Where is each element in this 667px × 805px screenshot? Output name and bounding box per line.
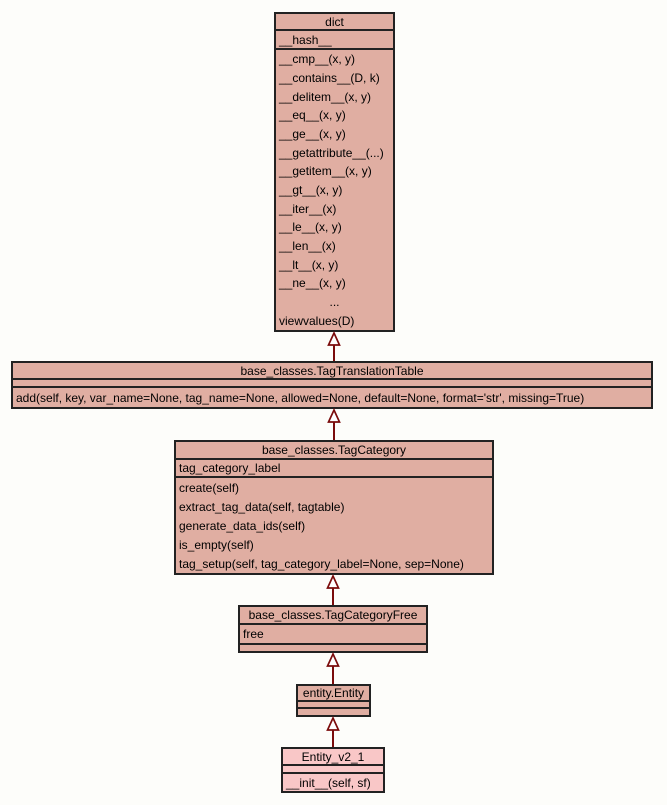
- attributes-compartment: [13, 378, 651, 386]
- class-box-entity: entity.Entity: [296, 684, 371, 717]
- method-row: __iter__(x): [279, 201, 337, 216]
- method-row: create(self): [179, 480, 240, 495]
- method-row: __contains__(D, k): [279, 70, 380, 85]
- class-title: base_classes.TagCategory: [261, 443, 407, 457]
- class-title: Entity_v2_1: [301, 749, 365, 764]
- class-title: base_classes.TagTranslationTable: [240, 363, 424, 378]
- method-row: __init__(self, sf): [286, 775, 371, 790]
- class-box-dict: dict __hash__ __cmp__(x, y) __contains__…: [274, 12, 395, 332]
- method-row: is_empty(self): [179, 537, 254, 552]
- inheritance-arrow: [326, 651, 340, 684]
- method-row: __delitem__(x, y): [279, 89, 372, 104]
- methods-compartment: __init__(self, sf): [283, 772, 383, 791]
- attributes-compartment: free: [240, 623, 426, 643]
- methods-compartment: [240, 643, 426, 651]
- attributes-compartment: tag_category_label: [176, 458, 492, 476]
- inheritance-arrow: [327, 330, 341, 361]
- class-title: base_classes.TagCategoryFree: [248, 608, 418, 622]
- methods-compartment: __cmp__(x, y) __contains__(D, k) __delit…: [276, 48, 393, 330]
- class-box-entity-v2-1: Entity_v2_1 __init__(self, sf): [281, 747, 385, 793]
- method-row: viewvalues(D): [279, 313, 355, 328]
- method-row: __ge__(x, y): [279, 126, 346, 141]
- inheritance-arrow: [327, 407, 341, 440]
- method-row: __cmp__(x, y): [279, 52, 356, 67]
- class-box-tagcategoryfree: base_classes.TagCategoryFree free: [238, 605, 428, 653]
- attribute-row: free: [243, 627, 264, 641]
- methods-compartment: create(self) extract_tag_data(self, tagt…: [176, 476, 492, 573]
- ellipsis-row: ...: [329, 294, 340, 309]
- attributes-compartment: __hash__: [276, 29, 393, 48]
- method-row: __ne__(x, y): [279, 276, 346, 291]
- method-row: __gt__(x, y): [279, 182, 343, 197]
- method-row: __getitem__(x, y): [279, 164, 372, 179]
- method-row: __getattribute__(...): [279, 145, 384, 160]
- class-box-tagtranslationtable: base_classes.TagTranslationTable add(sel…: [11, 361, 653, 409]
- method-row: __le__(x, y): [279, 220, 342, 235]
- method-row: add(self, key, var_name=None, tag_name=N…: [16, 390, 585, 405]
- method-row: generate_data_ids(self): [179, 518, 306, 533]
- attribute-row: __hash__: [279, 32, 332, 47]
- attribute-row: tag_category_label: [179, 461, 281, 475]
- method-row: tag_setup(self, tag_category_label=None,…: [179, 556, 464, 571]
- methods-compartment: add(self, key, var_name=None, tag_name=N…: [13, 386, 651, 407]
- class-title: entity.Entity: [302, 686, 365, 700]
- method-row: __eq__(x, y): [279, 108, 346, 123]
- attributes-compartment: [298, 700, 369, 707]
- method-row: extract_tag_data(self, tagtable): [179, 499, 345, 514]
- inheritance-arrow: [326, 715, 340, 747]
- methods-compartment: [298, 707, 369, 715]
- method-row: __lt__(x, y): [279, 257, 339, 272]
- method-row: __len__(x): [279, 238, 336, 253]
- class-title: dict: [325, 14, 344, 29]
- inheritance-arrow: [326, 573, 340, 605]
- attributes-compartment: [283, 764, 383, 772]
- class-box-tagcategory: base_classes.TagCategory tag_category_la…: [174, 440, 494, 575]
